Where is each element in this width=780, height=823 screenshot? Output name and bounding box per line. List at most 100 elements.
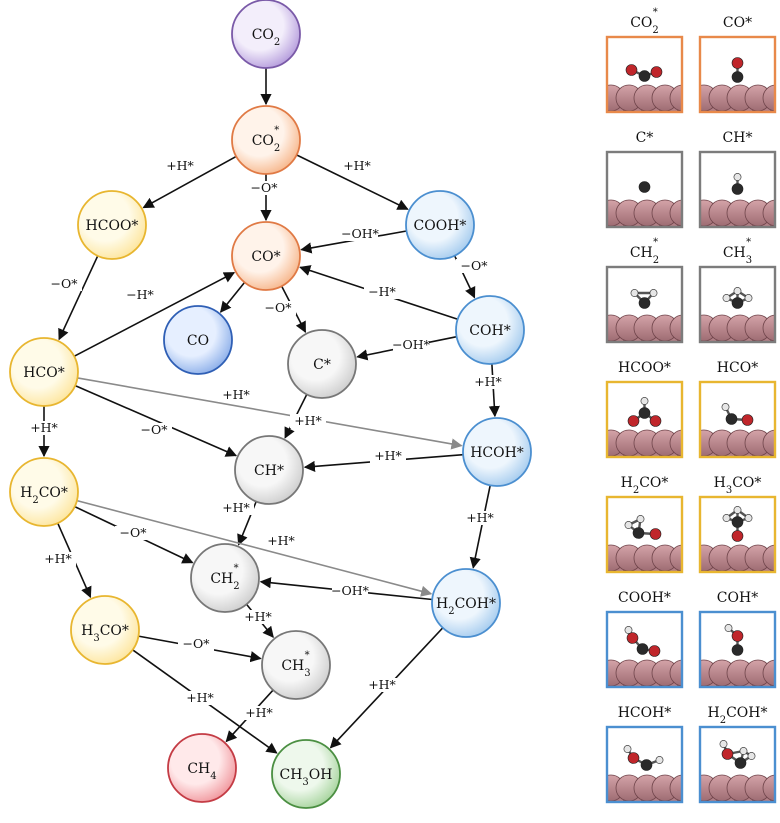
panel-label-ch-main: CH*	[723, 130, 753, 146]
panel-label-h3co-main: H	[714, 475, 726, 491]
atom-C	[734, 757, 747, 769]
node-circle-h3co	[70, 595, 140, 665]
atom-C	[731, 516, 744, 528]
panel-frame-hcoh	[605, 725, 684, 804]
node-label-ch3-sup: *	[305, 650, 310, 661]
panel-label-h2coh-main: H	[708, 705, 720, 721]
atom-O	[649, 528, 662, 540]
edge-label-bg	[246, 181, 282, 195]
node-ch3: CH3*	[261, 630, 331, 700]
node-h3co: H3CO*	[70, 595, 140, 665]
edge-label-hco-h2co: +H*	[30, 420, 58, 435]
edge-label-hco-ch: −O*	[141, 422, 169, 437]
atom-H	[739, 747, 748, 755]
edge-label-h2coh-ch2: −OH*	[331, 583, 370, 598]
edge-label-h3co-ch3oh: +H*	[186, 690, 214, 705]
panel-h2coh: H2COH*	[698, 705, 777, 804]
panel-frame-co2s	[605, 35, 684, 114]
atom-H	[636, 515, 645, 523]
node-label-cos: CO*	[251, 249, 280, 265]
panel-frame-h2coh	[698, 725, 777, 804]
node-circle-ch2	[190, 543, 260, 613]
atom-H	[719, 740, 728, 748]
node-circle-cooh	[405, 190, 475, 260]
node-co: CO	[163, 305, 233, 375]
atom-C	[636, 643, 649, 655]
edge-label-bg	[263, 534, 299, 548]
panel-label-h2co-post: CO*	[639, 475, 668, 491]
panel-label-hcoo-main: HCOO*	[618, 360, 671, 376]
node-hcoo: HCOO*	[77, 190, 147, 260]
edge-label-bg	[46, 277, 82, 291]
edge-label-bg	[393, 338, 429, 352]
node-circle-ch4	[167, 733, 237, 803]
edge-co2s-cooh	[296, 154, 409, 210]
surface-slab-coh	[700, 659, 775, 687]
node-circle-coh	[455, 295, 525, 365]
atom-H	[724, 624, 733, 632]
edge-label-bg	[364, 285, 400, 299]
node-label-ch4-main: CH	[187, 761, 210, 777]
edge-label-cos-c: −O*	[265, 300, 293, 315]
atom-H	[744, 294, 753, 302]
node-label-co: CO	[187, 333, 209, 349]
edge-label-bg	[178, 637, 214, 651]
node-circle-co2	[231, 0, 301, 69]
node-label-h2coh-sub: 2	[448, 606, 454, 617]
node-co2s: CO2*	[231, 105, 301, 175]
atom-C	[725, 413, 738, 425]
edge-label-hcoh-h2coh: +H*	[466, 510, 494, 525]
edge-label-bg	[218, 501, 254, 515]
surface-slab-co2s	[607, 84, 682, 112]
edge-label-bg	[470, 375, 506, 389]
panel-label-co2s-sub: 2	[652, 25, 658, 36]
node-ch: CH*	[234, 435, 304, 505]
atom-H	[721, 403, 730, 411]
atom-C	[731, 297, 744, 309]
node-label-ch2-sup: *	[234, 563, 239, 574]
edge-label-bg	[218, 388, 254, 402]
node-label-c-main: C*	[313, 357, 331, 373]
atom-O	[627, 752, 640, 764]
edge-label-ch-ch2: +H*	[222, 500, 250, 515]
node-label-cooh-main: COOH*	[414, 218, 467, 234]
panel-label-ch: CH*	[723, 130, 753, 146]
panel-label-h2co-main: H	[621, 475, 633, 491]
panel-label-h2co-sub: 2	[633, 485, 639, 496]
atom-H	[744, 514, 753, 522]
node-label-h2coh-main: H	[436, 596, 448, 612]
atom-H	[733, 506, 742, 514]
panel-coh: COH*	[698, 590, 777, 689]
node-circle-cos	[231, 221, 301, 291]
panel-label-hcoo: HCOO*	[618, 360, 671, 376]
edge-label-bg	[364, 678, 400, 692]
panel-frame-coh	[698, 610, 777, 689]
node-label-co2: CO2	[252, 27, 281, 48]
edge-hco-cos	[73, 271, 236, 358]
node-label-hco-main: HCO*	[23, 365, 64, 381]
node-ch3oh: CH3OH	[271, 739, 341, 809]
surface-slab-cos	[700, 84, 775, 112]
atom-H	[655, 756, 664, 764]
node-circle-c	[287, 329, 357, 399]
atom-O	[721, 748, 734, 760]
node-label-hcoh: HCOH*	[470, 445, 524, 461]
surface-slab-h3co	[700, 544, 775, 572]
atom-H	[649, 289, 658, 297]
node-circle-co2s	[231, 105, 301, 175]
panel-frame-hcoo	[605, 380, 684, 459]
node-ch4: CH4	[167, 733, 237, 803]
panel-label-co2s-sup: *	[653, 7, 658, 18]
node-label-h3co-main: H	[81, 623, 93, 639]
panel-label-ch2-sub: 2	[653, 255, 659, 266]
atom-O	[731, 630, 744, 642]
node-label-ch3-main: CH	[281, 658, 304, 674]
panel-ch3: CH3*	[698, 237, 777, 344]
atom-C	[731, 644, 744, 656]
edge-label-ch2-ch3: +H*	[244, 609, 272, 624]
node-h2co: H2CO*	[9, 457, 79, 527]
atom-H	[624, 626, 633, 634]
panel-frame-c	[605, 150, 684, 229]
panel-ch: CH*	[698, 130, 777, 229]
surface-slab-h2co	[607, 544, 682, 572]
